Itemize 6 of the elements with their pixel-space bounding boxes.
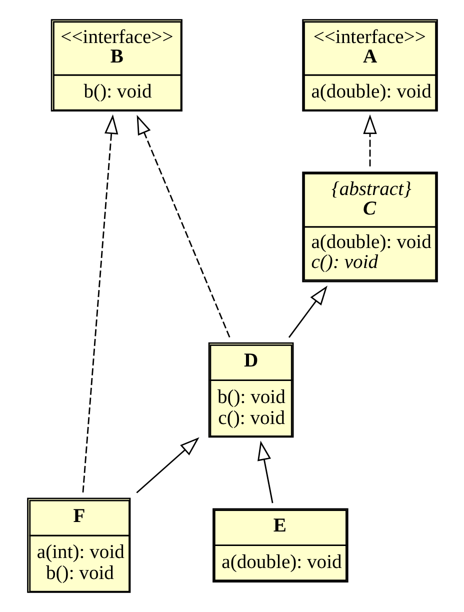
arrow [362, 114, 376, 166]
arrow [257, 440, 273, 504]
arrow [82, 114, 118, 492]
arrow [288, 286, 327, 338]
arrow [136, 437, 199, 494]
arrow [136, 114, 230, 338]
